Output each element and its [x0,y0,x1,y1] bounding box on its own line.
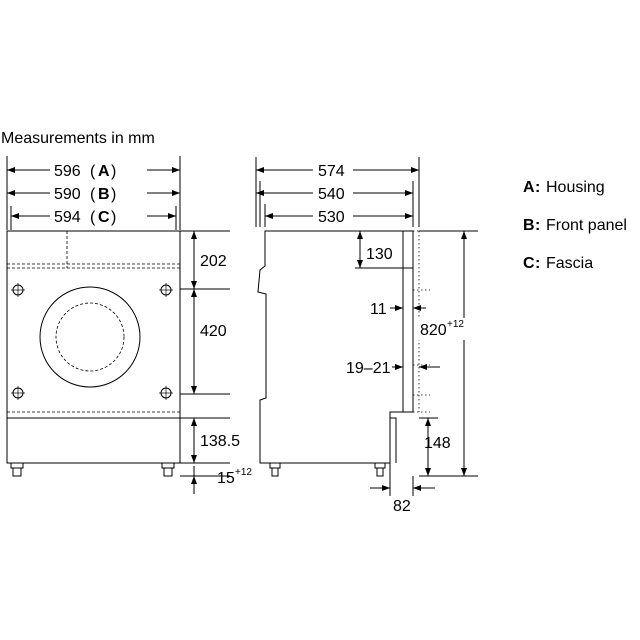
feet-tolerance: +12 [235,467,252,478]
door-outer-ring [39,286,141,388]
depth-574-value: 574 [318,163,345,180]
dim-82-value: 82 [393,498,411,515]
height-820-value: 820 [420,322,447,339]
side-machine-outline [257,230,414,477]
side-view: 574 540 530 [255,157,478,515]
depth-530-value: 530 [318,209,345,226]
svg-text:): ) [111,209,116,226]
svg-text::: : [535,179,540,196]
depth-540-value: 540 [318,186,345,203]
width-c-letter: C [98,209,110,226]
legend-key-a: A [523,179,535,196]
width-a-dimension: 596 ( A ) [7,159,180,181]
dim-19-21: 19–21 [346,360,440,377]
measurements-title: Measurements in mm [1,130,155,147]
height-820-dimension: 820 +12 [418,230,478,477]
dim-130-value: 130 [366,246,393,263]
width-c-dimension: 594 ( C ) [11,205,176,227]
height-202-value: 202 [200,253,227,270]
front-view: 596 ( A ) 590 ( B ) 594 ( C ) [6,156,252,494]
door-inner-ring [55,302,125,372]
dim-130: 130 [355,230,403,269]
height-202-dimension: 202 [191,231,227,289]
svg-text:(: ( [90,163,96,180]
width-b-value: 590 [54,186,81,203]
width-a-value: 596 [54,163,81,180]
svg-text::: : [535,217,540,234]
svg-text::: : [535,255,540,272]
front-machine-outline [6,230,181,477]
dim-148-value: 148 [424,435,451,452]
depth-574-dimension: 574 [256,160,419,180]
legend: A : Housing B : Front panel C : Fascia [523,179,627,272]
height-820-tolerance: +12 [447,319,464,330]
height-1385-dimension: 138.5 [191,418,240,463]
depth-530-dimension: 530 [265,206,413,226]
width-c-value: 594 [54,209,81,226]
width-a-letter: A [98,163,110,180]
depth-540-dimension: 540 [256,183,413,203]
height-420-value: 420 [200,323,227,340]
height-1385-value: 138.5 [200,433,240,450]
dim-19-21-value: 19–21 [346,360,391,377]
svg-text:(: ( [90,209,96,226]
legend-label-housing: Housing [546,179,605,196]
dim-11-value: 11 [370,301,387,318]
svg-text:(: ( [90,186,96,203]
width-b-dimension: 590 ( B ) [7,182,180,204]
mounting-bolts [11,283,173,400]
legend-key-c: C [523,255,535,272]
legend-label-front-panel: Front panel [546,217,627,234]
svg-text:): ) [111,163,116,180]
dim-82: 82 [370,463,435,515]
svg-text:): ) [111,186,116,203]
feet-height-dimension: 15 +12 [191,466,252,494]
width-b-letter: B [98,186,110,203]
feet-value: 15 [217,470,235,487]
machine-feet [10,462,175,477]
front-panel-outline [412,230,430,413]
legend-key-b: B [523,217,535,234]
height-420-dimension: 420 [191,289,227,394]
legend-label-fascia: Fascia [546,255,593,272]
dim-148: 148 [419,417,451,476]
dim-11: 11 [370,301,426,318]
